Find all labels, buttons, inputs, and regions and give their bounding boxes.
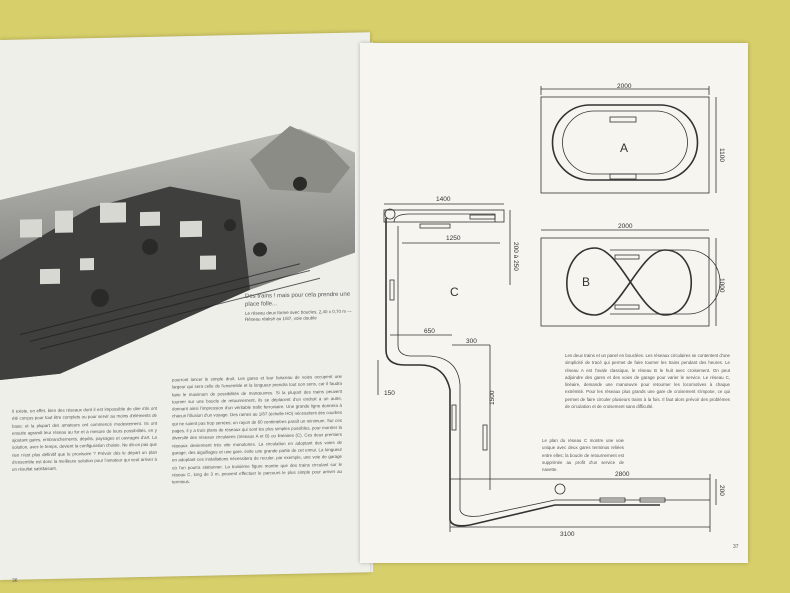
label-a: A — [620, 141, 628, 155]
diagram-a — [540, 86, 717, 194]
layout-photo — [0, 125, 355, 380]
dim-a-height: 1100 — [718, 148, 725, 162]
dim-b-width: 2000 — [618, 223, 633, 230]
label-b: B — [582, 275, 590, 289]
left-page: Des trains ! mais pour cela prendre une … — [0, 32, 370, 584]
dim-c-650: 650 — [424, 328, 435, 335]
dim-c-top: 1400 — [436, 196, 451, 203]
diagram-c — [377, 203, 717, 532]
page-number-right: 37 — [733, 544, 739, 550]
dim-c-side: 200 à 250 — [512, 242, 519, 271]
dim-a-width: 2000 — [617, 83, 632, 90]
dim-c-150: 150 — [384, 390, 395, 397]
dim-c-1500: 1500 — [489, 390, 496, 405]
dim-c-200: 200 — [718, 485, 725, 496]
right-small-text: Le plan du réseau C montre une voie uniq… — [542, 438, 624, 473]
dim-c-300: 300 — [466, 338, 477, 345]
dim-c-inner: 1250 — [446, 235, 461, 242]
dim-c-3100: 3100 — [560, 531, 575, 538]
label-c: C — [450, 285, 459, 299]
dim-c-2800: 2800 — [615, 471, 630, 478]
right-column-text: Les deux trains et un panel en bouclées.… — [565, 353, 730, 410]
diagram-b — [540, 229, 721, 327]
dim-b-height: 1000 — [718, 278, 725, 293]
